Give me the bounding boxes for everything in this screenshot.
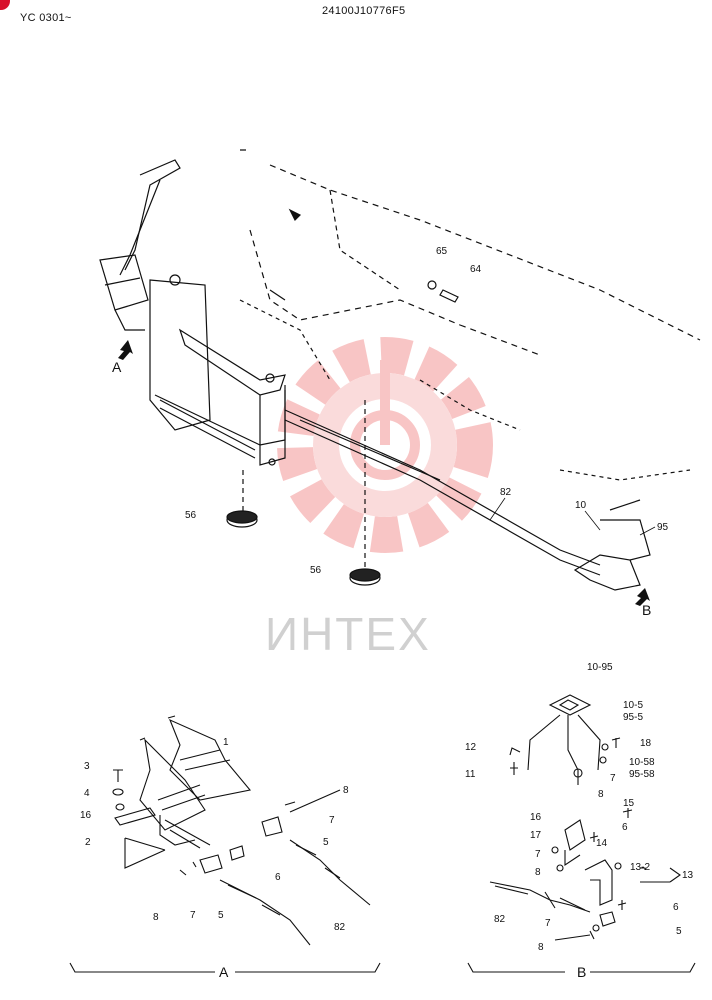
callout-a-3: 3	[84, 761, 90, 772]
callout-b-14: 14	[596, 838, 608, 849]
callout-b-10-95: 10-95	[587, 662, 613, 673]
callout-b-7-top: 7	[610, 773, 616, 784]
callout-a-82: 82	[334, 922, 346, 933]
callout-b-95-58: 95-58	[629, 769, 655, 780]
callout-b-8-top: 8	[598, 789, 604, 800]
main-assembly	[99, 149, 701, 591]
watermark-text: ИНТЕХ	[265, 608, 431, 660]
callout-b-8-low: 8	[538, 942, 544, 953]
callout-10: 10	[575, 500, 587, 511]
detail-b-callouts: 10-95 10-5 95-5 12 18 11 10-58 95-58 7 8…	[465, 662, 694, 980]
callout-b-6-low: 6	[673, 902, 679, 913]
callout-b-11: 11	[465, 769, 476, 780]
detail-a-title: A	[219, 964, 229, 980]
detail-a-drawing	[69, 715, 381, 973]
callout-a-16: 16	[80, 810, 92, 821]
callout-a-4: 4	[84, 788, 90, 799]
callout-b-18: 18	[640, 738, 652, 749]
callout-b-13-2: 13-2	[630, 862, 650, 873]
callout-b-6-top: 6	[622, 822, 628, 833]
callout-b-7-mid: 7	[535, 849, 541, 860]
callout-64: 64	[470, 264, 482, 275]
arrow-b-icon	[635, 588, 650, 606]
callout-b-17: 17	[530, 830, 542, 841]
callout-b-16: 16	[530, 812, 542, 823]
corner-tab-icon	[0, 0, 10, 10]
model-range-label: YC 0301~	[20, 12, 72, 24]
callout-b-13: 13	[682, 870, 694, 881]
callout-a-7-high: 7	[329, 815, 335, 826]
detail-b-drawing	[467, 694, 696, 973]
callout-a-2: 2	[85, 837, 91, 848]
callout-b-8-mid: 8	[535, 867, 541, 878]
callout-a-7-low: 7	[190, 910, 196, 921]
drawing-number: 24100J10776F5	[322, 5, 406, 17]
callout-b-82: 82	[494, 914, 506, 925]
callout-65: 65	[436, 246, 448, 257]
callout-95: 95	[657, 522, 669, 533]
detail-b-title: B	[577, 964, 586, 980]
callout-b-95-5: 95-5	[623, 712, 643, 723]
view-marker-a: A	[112, 359, 122, 375]
callout-b-5: 5	[676, 926, 682, 937]
detail-a-callouts: 1 3 4 16 2 8 7 5 6 8 7 5 82 A	[80, 737, 349, 980]
callout-56-right: 56	[310, 565, 322, 576]
view-marker-b: B	[642, 602, 651, 618]
callout-a-5-high: 5	[323, 837, 329, 848]
callout-a-6: 6	[275, 872, 281, 883]
callout-a-5-low: 5	[218, 910, 224, 921]
callout-a-1: 1	[223, 737, 229, 748]
callout-b-10-58: 10-58	[629, 757, 655, 768]
callout-56-left: 56	[185, 510, 197, 521]
callout-a-8-high: 8	[343, 785, 349, 796]
callout-b-7-low: 7	[545, 918, 551, 929]
callout-a-8-low: 8	[153, 912, 159, 923]
gear-logo-icon	[277, 337, 493, 553]
arrow-a-icon	[118, 340, 133, 360]
callout-b-12: 12	[465, 742, 477, 753]
callout-b-15: 15	[623, 798, 635, 809]
callout-82: 82	[500, 487, 512, 498]
callout-b-10-5: 10-5	[623, 700, 643, 711]
